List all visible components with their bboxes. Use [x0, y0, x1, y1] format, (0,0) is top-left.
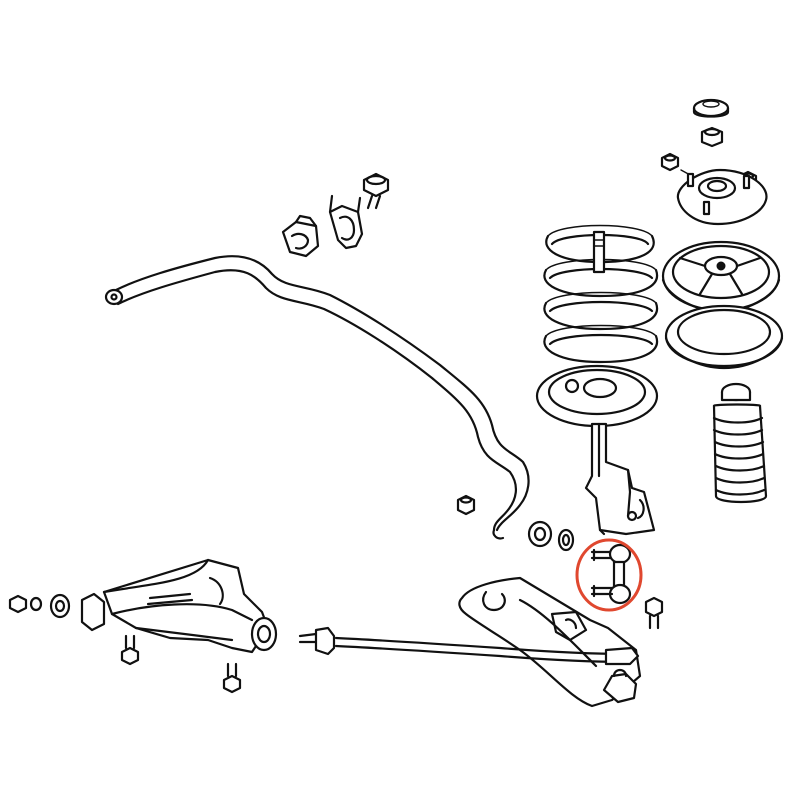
bracket-bolt: [120, 634, 242, 694]
control-arm-bushing: [80, 592, 278, 652]
lower-control-arm: [458, 576, 642, 708]
stabilizer-link[interactable]: [590, 543, 632, 605]
ball-joint: [602, 668, 638, 704]
stabilizer-bar: [104, 255, 530, 540]
bushing-bracket: [328, 194, 364, 250]
shock-absorber-strut: [535, 230, 659, 536]
washers-and-nuts: [8, 593, 71, 619]
dust-cap: [692, 98, 730, 118]
control-arm-bushing: [298, 626, 640, 666]
strut-mount: [676, 168, 768, 226]
spring-insulator: [664, 304, 784, 370]
washers-and-nuts: [644, 596, 664, 630]
spring-upper-seat: [661, 240, 781, 314]
control-arm-bracket: [102, 558, 270, 654]
mount-nut: [700, 126, 724, 148]
bump-stopper-boot: [712, 382, 768, 504]
stabilizer-bushing: [281, 214, 320, 258]
stabilizer-bushing: [456, 494, 575, 552]
highlight-ellipse: [575, 538, 643, 612]
bracket-bolt: [362, 172, 390, 210]
